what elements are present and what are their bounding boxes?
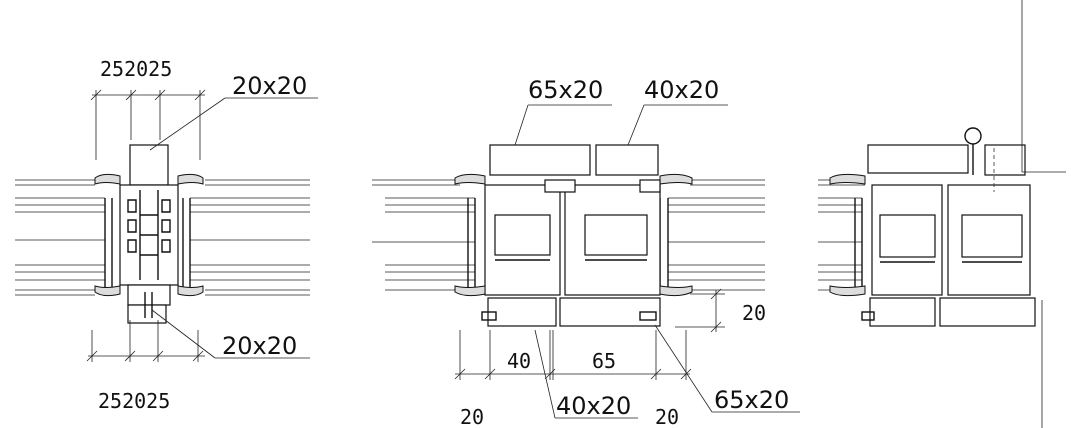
left-detail: 252025 252025 20x20 20x20 [15,57,318,413]
middle-glazing-left [372,179,476,291]
middle-detail: 65x20 40x20 40 65 20 20 20 40x20 65x20 [372,76,800,428]
middle-dim-40: 40 [507,349,531,373]
middle-leader-top-right [627,104,645,146]
middle-leader-bottom-left [534,329,556,419]
left-top-dimension-text: 252025 [100,57,172,81]
middle-dim-20-bottom-left: 20 [460,405,484,428]
middle-dim-20-bottom-mid: 20 [655,405,679,428]
left-top-leader [149,97,226,151]
middle-label-top-left: 65x20 [528,76,603,104]
left-glazing-right [182,179,310,296]
right-glazing [818,179,865,291]
middle-label-bottom-right: 65x20 [714,386,789,414]
middle-frame [454,144,693,327]
left-bottom-dimension-text: 252025 [98,389,170,413]
middle-bottom-dimension [454,330,692,380]
middle-glazing-right [659,179,765,291]
middle-label-top-right: 40x20 [644,76,719,104]
left-bottom-leader [151,309,216,359]
left-bottom-dimension [86,320,205,362]
left-bottom-profile-label: 20x20 [222,332,297,360]
right-frame [829,127,1036,327]
middle-leader-bottom-right [654,324,713,413]
middle-right-dimension [675,288,725,333]
left-mullion [94,144,204,324]
left-top-dimension [90,89,206,160]
right-detail [818,0,1066,428]
left-top-profile-label: 20x20 [232,72,307,100]
middle-label-bottom-left: 40x20 [556,392,631,420]
middle-leader-top-left [514,104,529,146]
middle-dim-65: 65 [592,349,616,373]
middle-dim-20-right: 20 [742,301,766,325]
left-glazing-left [15,179,113,296]
